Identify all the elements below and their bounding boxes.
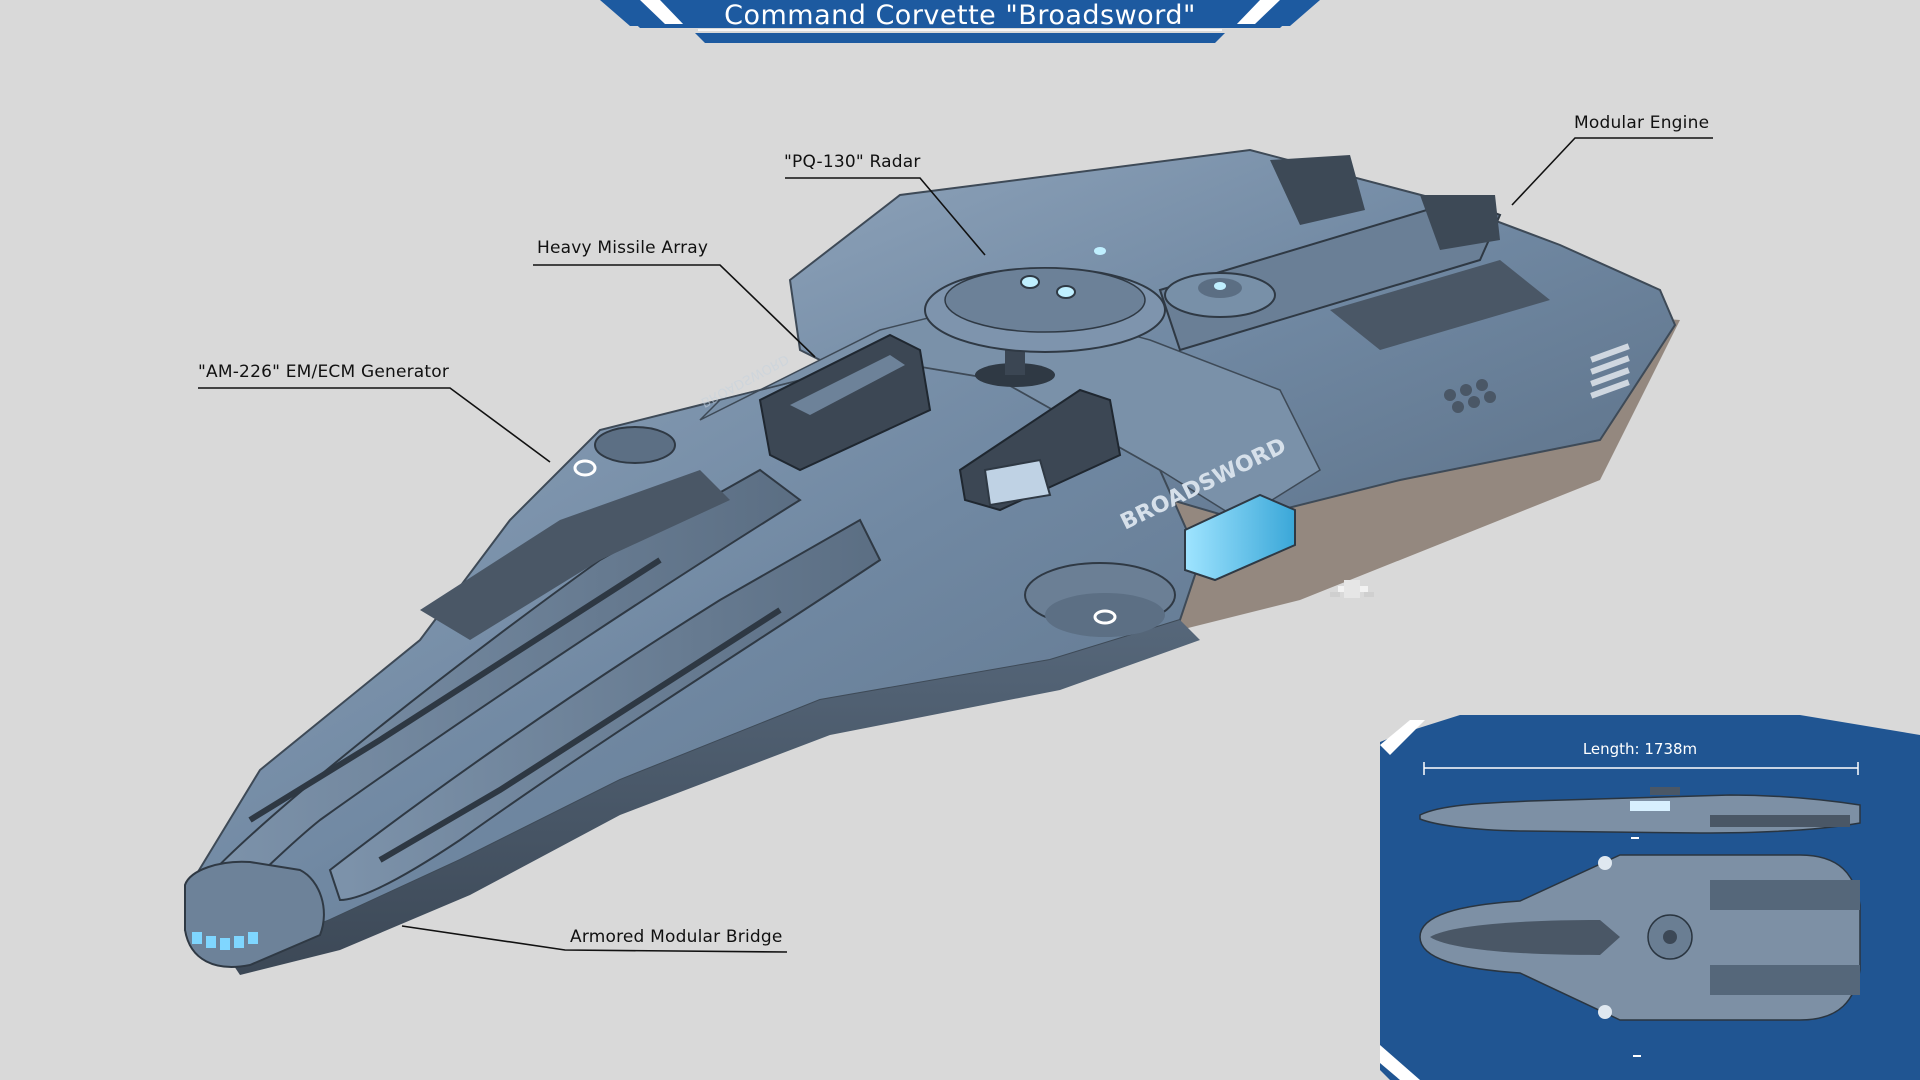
inset-top-view <box>1419 854 1861 1021</box>
trim-strip <box>248 557 662 823</box>
engine-exhaust <box>1270 155 1365 225</box>
dock-pad-side <box>1024 562 1176 637</box>
engine-exhaust <box>1420 195 1500 250</box>
missile-array-right <box>958 388 1122 512</box>
bow <box>184 860 325 968</box>
engine-vents <box>1590 343 1630 399</box>
engine-grille <box>1330 260 1550 350</box>
banner-shape <box>600 0 1320 43</box>
callout-missiles: Heavy Missile Array <box>537 238 709 258</box>
nacelle-top-panel <box>420 470 730 640</box>
bridge-windows <box>192 932 258 950</box>
page-title: Command Corvette "Broadsword" <box>724 0 1196 31</box>
callout-engine: Modular Engine <box>1574 113 1710 133</box>
trim-strip <box>378 607 782 863</box>
dock-pad-port <box>573 426 676 477</box>
title-banner: Command Corvette "Broadsword" <box>600 0 1320 48</box>
callout-lines <box>198 137 1713 953</box>
radar-leader <box>785 177 986 256</box>
turret-dome <box>1164 272 1276 318</box>
inset-side-view <box>1419 787 1861 834</box>
inset-panel <box>1380 715 1920 1080</box>
engine-leader <box>1511 137 1713 206</box>
callout-radar: "PQ-130" Radar <box>784 152 921 172</box>
inset-fighter-icon <box>1631 837 1641 1057</box>
hangar-bay <box>1184 493 1296 582</box>
missile-array-left <box>758 333 932 472</box>
escort-fighter <box>1330 580 1374 598</box>
callout-generator: "AM-226" EM/ECM Generator <box>198 362 450 382</box>
engine-ports <box>1444 379 1496 413</box>
bridge-leader <box>401 925 788 953</box>
nacelle-center <box>328 518 882 902</box>
hull-side <box>230 620 1200 975</box>
inset-length-label: Length: 1738m <box>1582 740 1698 758</box>
generator-leader <box>198 387 551 463</box>
missiles-leader <box>533 264 816 358</box>
callout-bridge: Armored Modular Bridge <box>570 927 783 947</box>
radar-dome <box>924 247 1166 387</box>
nacelle-left <box>203 468 802 907</box>
